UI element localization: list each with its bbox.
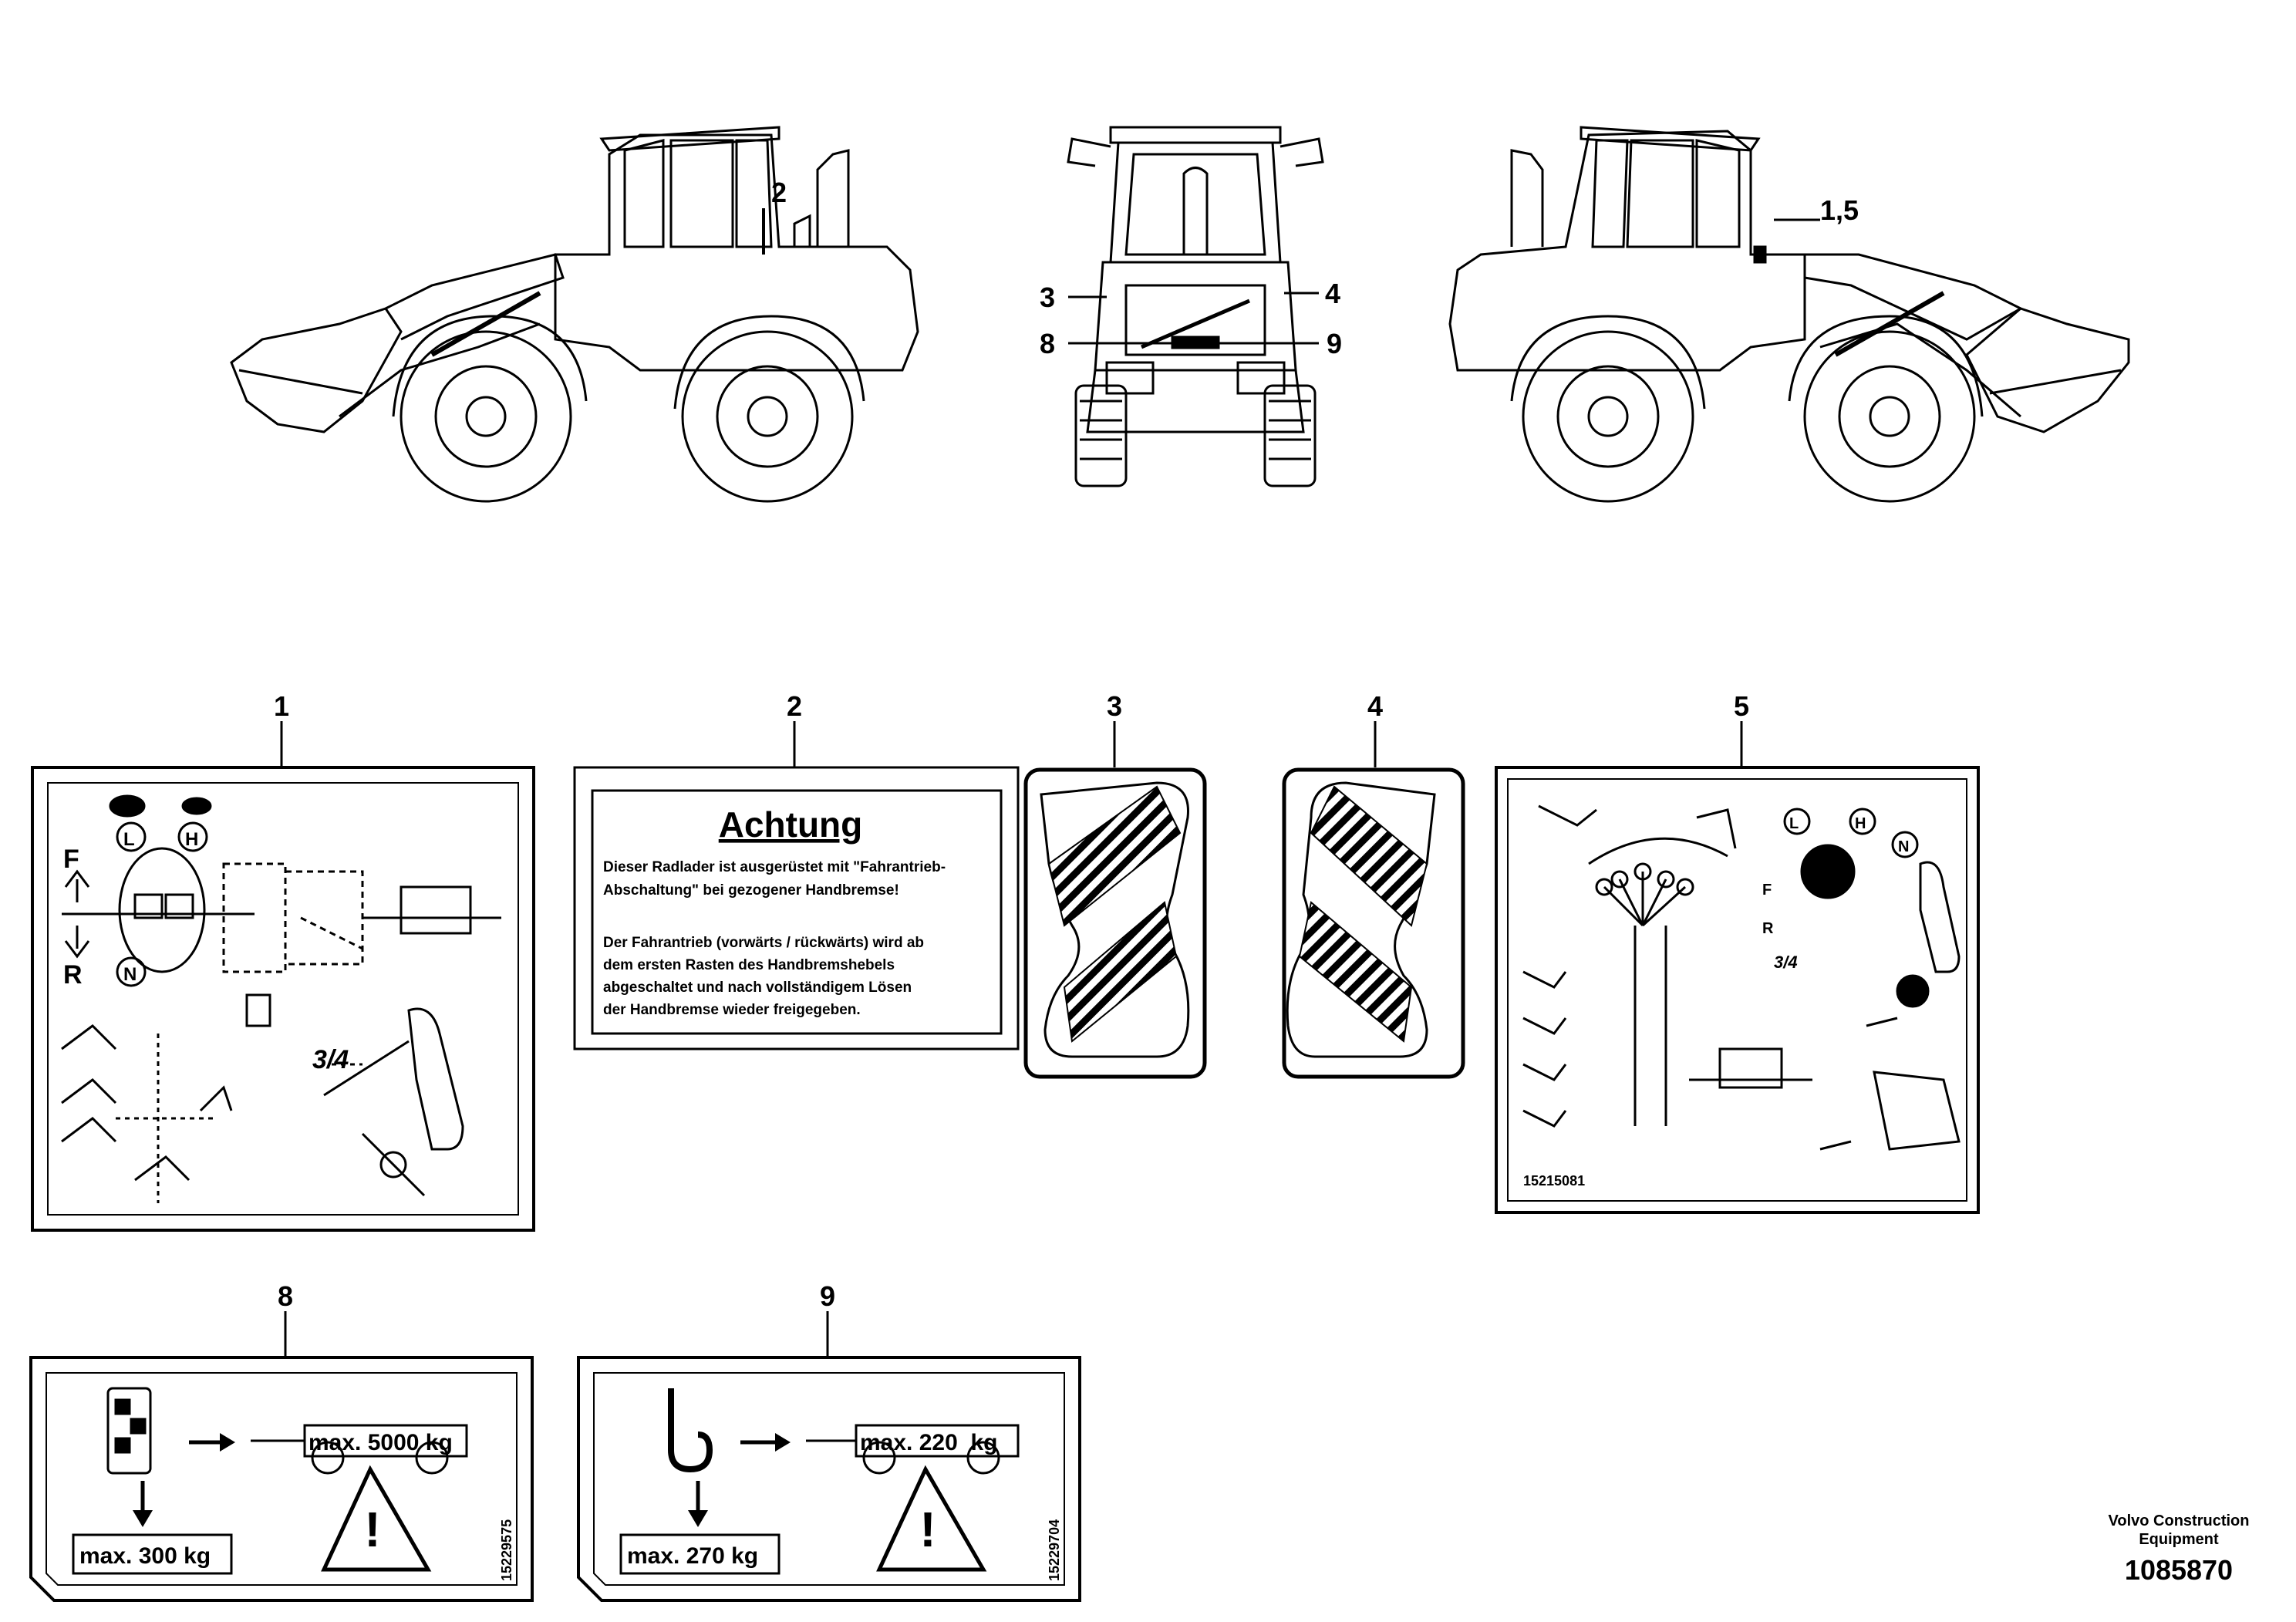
decal-5-number: 5 <box>1733 690 1750 722</box>
decal-8-code: 15229575 <box>499 1519 514 1581</box>
decal-2-line-2: Abschaltung" bei gezogener Handbremse! <box>603 882 899 899</box>
company-name: Volvo Construction Equipment <box>2082 1512 2275 1549</box>
decal-2-line-1: Dieser Radlader ist ausgerüstet mit "Fah… <box>603 859 946 875</box>
callout-8: 8 <box>1040 328 1055 359</box>
decal-1-letter-f: F <box>63 845 79 874</box>
decal-5-letter-h: H <box>1855 815 1866 832</box>
decal-1-fraction: 3/4 <box>312 1045 349 1074</box>
decal-9-number: 9 <box>819 1280 836 1312</box>
decal-2-heading: Achtung <box>719 804 863 845</box>
decal-2-line-6: abgeschaltet und nach vollständigem Löse… <box>603 980 912 996</box>
callout-3: 3 <box>1040 282 1055 313</box>
decal-5-letter-n: N <box>1898 838 1909 855</box>
decal-3-number: 3 <box>1106 690 1123 722</box>
callout-2: 2 <box>771 177 787 208</box>
decal-2-line-4: Der Fahrantrieb (vorwärts / rückwärts) w… <box>603 935 924 951</box>
decal-9-max-vertical: max. 270 kg <box>627 1543 758 1569</box>
decal-2-line-7: der Handbremse wieder freigegeben. <box>603 1002 861 1018</box>
decal-4-number: 4 <box>1367 690 1384 722</box>
drawing-number: 1085870 <box>2124 1554 2234 1586</box>
decal-8-number: 8 <box>277 1280 294 1312</box>
decal-5-letter-r: R <box>1762 920 1774 937</box>
decal-9-code: 15229704 <box>1047 1519 1062 1581</box>
callout-4: 4 <box>1325 278 1340 309</box>
decal-5-letter-l: L <box>1789 815 1799 832</box>
company-line-2: Equipment <box>2139 1531 2219 1548</box>
decal-5-letter-f: F <box>1762 882 1772 899</box>
svg-text:!: ! <box>364 1502 380 1557</box>
decal-2-line-5: dem ersten Rasten des Handbremshebels <box>603 957 895 973</box>
decal-8-max-trailer: max. 5000 kg <box>308 1430 453 1455</box>
callout-1-5: 1,5 <box>1820 194 1859 226</box>
decal-1-letter-h: H <box>185 829 198 850</box>
decal-1-letter-l: L <box>123 829 135 850</box>
company-line-1: Volvo Construction <box>2108 1512 2250 1529</box>
decal-1-letter-n: N <box>123 964 137 985</box>
decal-5-fraction: 3/4 <box>1774 953 1798 972</box>
callout-9: 9 <box>1327 328 1342 359</box>
decal-9-max-trailer: max. 220 kg <box>860 1430 997 1455</box>
decal-2-number: 2 <box>786 690 803 722</box>
decal-1-letter-r: R <box>63 960 83 990</box>
svg-text:!: ! <box>919 1502 936 1557</box>
decal-5-code: 15215081 <box>1523 1173 1585 1189</box>
decal-8-max-vertical: max. 300 kg <box>79 1543 211 1569</box>
decal-1-number: 1 <box>273 690 290 722</box>
